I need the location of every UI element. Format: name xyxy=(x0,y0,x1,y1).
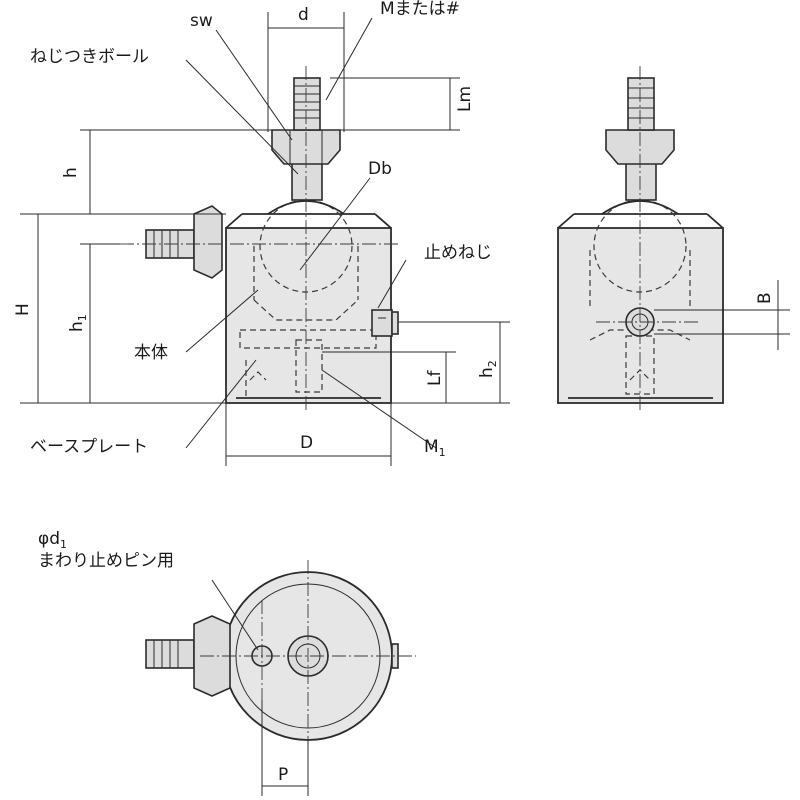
top-view xyxy=(145,560,416,752)
label-H: H xyxy=(13,303,33,316)
label-h1: h1 xyxy=(67,314,89,332)
side-screw-knob xyxy=(193,205,223,279)
label-sw: sw xyxy=(190,11,213,31)
label-B: B xyxy=(755,292,775,304)
label-m-or-hash: Mまたは# xyxy=(380,0,460,19)
front-view xyxy=(120,66,400,412)
label-set-screw: 止めねじ xyxy=(424,243,492,263)
dimensions xyxy=(20,12,790,796)
label-lf: Lf xyxy=(425,370,445,386)
label-main-body: 本体 xyxy=(134,343,168,363)
main-body-shape xyxy=(225,227,392,404)
label-lm: Lm xyxy=(455,86,475,112)
label-phi-d1: φd1 xyxy=(38,529,67,551)
label-h2: h2 xyxy=(477,360,499,378)
label-m1: M1 xyxy=(424,437,446,459)
label-h: h xyxy=(61,167,81,178)
label-D: D xyxy=(300,433,313,453)
label-db: Db xyxy=(368,159,392,179)
ball-neck xyxy=(291,159,323,201)
threaded-stud xyxy=(293,77,321,131)
label-d: d xyxy=(298,5,309,25)
label-P: P xyxy=(278,765,288,785)
set-screw-shape xyxy=(371,309,393,337)
label-anti-rotation-pin: まわり止めピン用 xyxy=(38,551,174,571)
label-screw-ball: ねじつきボール xyxy=(30,47,149,67)
labels: sw d Mまたは# ねじつきボール Db Lm h H h1 止めねじ 本体 … xyxy=(13,0,775,785)
label-base-plate: ベースプレート xyxy=(30,437,148,457)
side-view xyxy=(557,66,724,412)
